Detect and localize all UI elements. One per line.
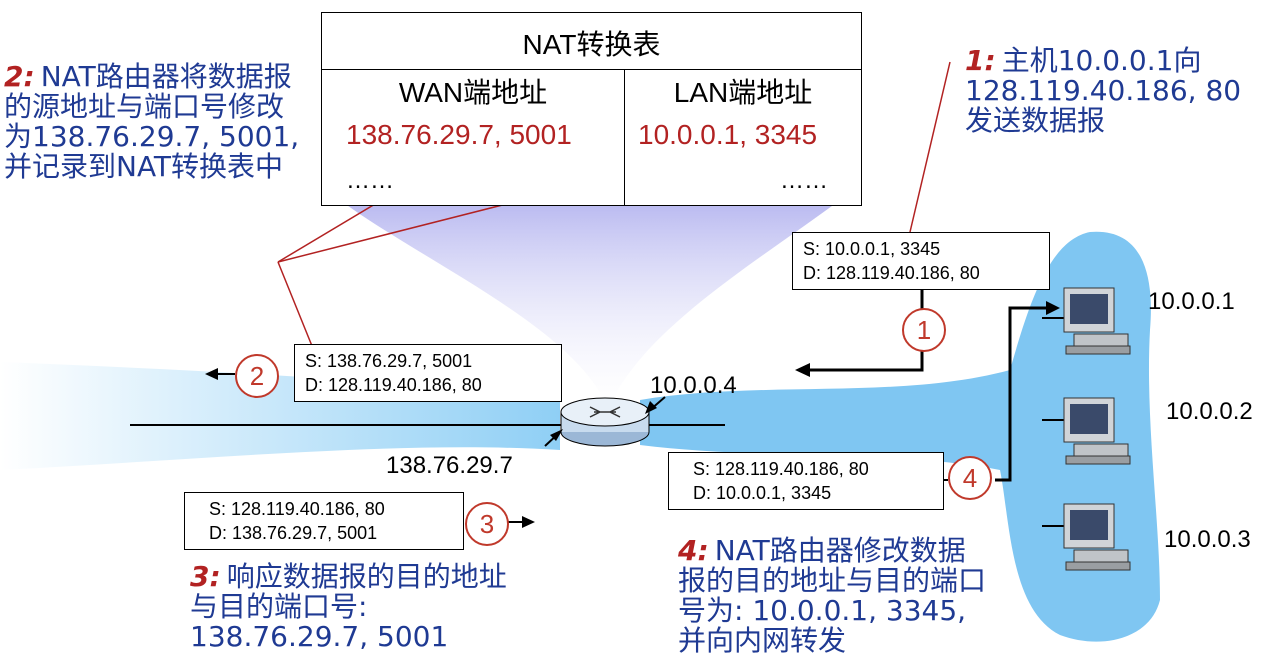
annotation-step3-text: 响应数据报的目的地址与目的端口号: 138.76.29.7, 5001 xyxy=(190,560,507,653)
annotation-step2-text: NAT路由器将数据报的源地址与端口号修改为138.76.29.7, 5001,并… xyxy=(4,60,299,183)
annotation-step2-number: 2: xyxy=(4,60,35,93)
step-1-marker: 1 xyxy=(902,308,946,352)
packet-3-source: S: 128.119.40.186, 80 xyxy=(209,497,453,521)
annotation-step4-text: NAT路由器修改数据报的目的地址与目的端口号为: 10.0.0.1, 3345,… xyxy=(678,534,986,657)
packet-2-destination: D: 128.119.40.186, 80 xyxy=(305,373,551,397)
packet-1: S: 10.0.0.1, 3345 D: 128.119.40.186, 80 xyxy=(792,232,1050,290)
router-icon xyxy=(561,398,649,446)
wan-column-header: WAN端地址 xyxy=(322,71,624,111)
annotation-step4: 4:NAT路由器修改数据报的目的地址与目的端口号为: 10.0.0.1, 334… xyxy=(678,536,988,656)
annotation-step1-text: 主机10.0.0.1向 128.119.40.186, 80 发送数据报 xyxy=(965,44,1241,137)
lan-more-entries: …… xyxy=(780,167,828,195)
step-4-marker: 4 xyxy=(948,456,992,500)
lan-entry: 10.0.0.1, 3345 xyxy=(638,119,817,151)
nat-table-title: NAT转换表 xyxy=(322,23,861,63)
wan-more-entries: …… xyxy=(346,167,394,195)
packet-3-destination: D: 138.76.29.7, 5001 xyxy=(209,521,453,545)
step-2-marker: 2 xyxy=(235,354,279,398)
packet-3: S: 128.119.40.186, 80 D: 138.76.29.7, 50… xyxy=(184,492,464,550)
packet-2-source: S: 138.76.29.7, 5001 xyxy=(305,349,551,373)
host1-ip: 10.0.0.1 xyxy=(1148,288,1235,316)
host3-ip: 10.0.0.3 xyxy=(1164,526,1251,554)
annotation-step2: 2:NAT路由器将数据报的源地址与端口号修改为138.76.29.7, 5001… xyxy=(4,62,304,182)
packet-1-source: S: 10.0.0.1, 3345 xyxy=(803,237,1039,261)
packet-2: S: 138.76.29.7, 5001 D: 128.119.40.186, … xyxy=(294,344,562,402)
wan-entry: 138.76.29.7, 5001 xyxy=(346,119,572,151)
router-lan-ip: 10.0.0.4 xyxy=(650,372,737,400)
router-wan-ip: 138.76.29.7 xyxy=(386,452,513,480)
packet-1-destination: D: 128.119.40.186, 80 xyxy=(803,261,1039,285)
packet-4: S: 128.119.40.186, 80 D: 10.0.0.1, 3345 xyxy=(668,452,944,510)
annotation-step1-number: 1: xyxy=(965,44,996,77)
annotation-step3-number: 3: xyxy=(190,560,221,593)
annotation-step3: 3:响应数据报的目的地址与目的端口号: 138.76.29.7, 5001 xyxy=(190,562,510,652)
lan-column-header: LAN端地址 xyxy=(625,71,861,111)
host2-ip: 10.0.0.2 xyxy=(1166,398,1253,426)
packet-4-destination: D: 10.0.0.1, 3345 xyxy=(693,481,933,505)
nat-translation-table: NAT转换表 WAN端地址 LAN端地址 138.76.29.7, 5001 1… xyxy=(321,12,862,206)
table-divider xyxy=(322,69,861,70)
annotation-step4-number: 4: xyxy=(678,534,709,567)
step-3-marker: 3 xyxy=(465,502,509,546)
packet-4-source: S: 128.119.40.186, 80 xyxy=(693,457,933,481)
annotation-step1: 1:主机10.0.0.1向 128.119.40.186, 80 发送数据报 xyxy=(965,46,1255,136)
